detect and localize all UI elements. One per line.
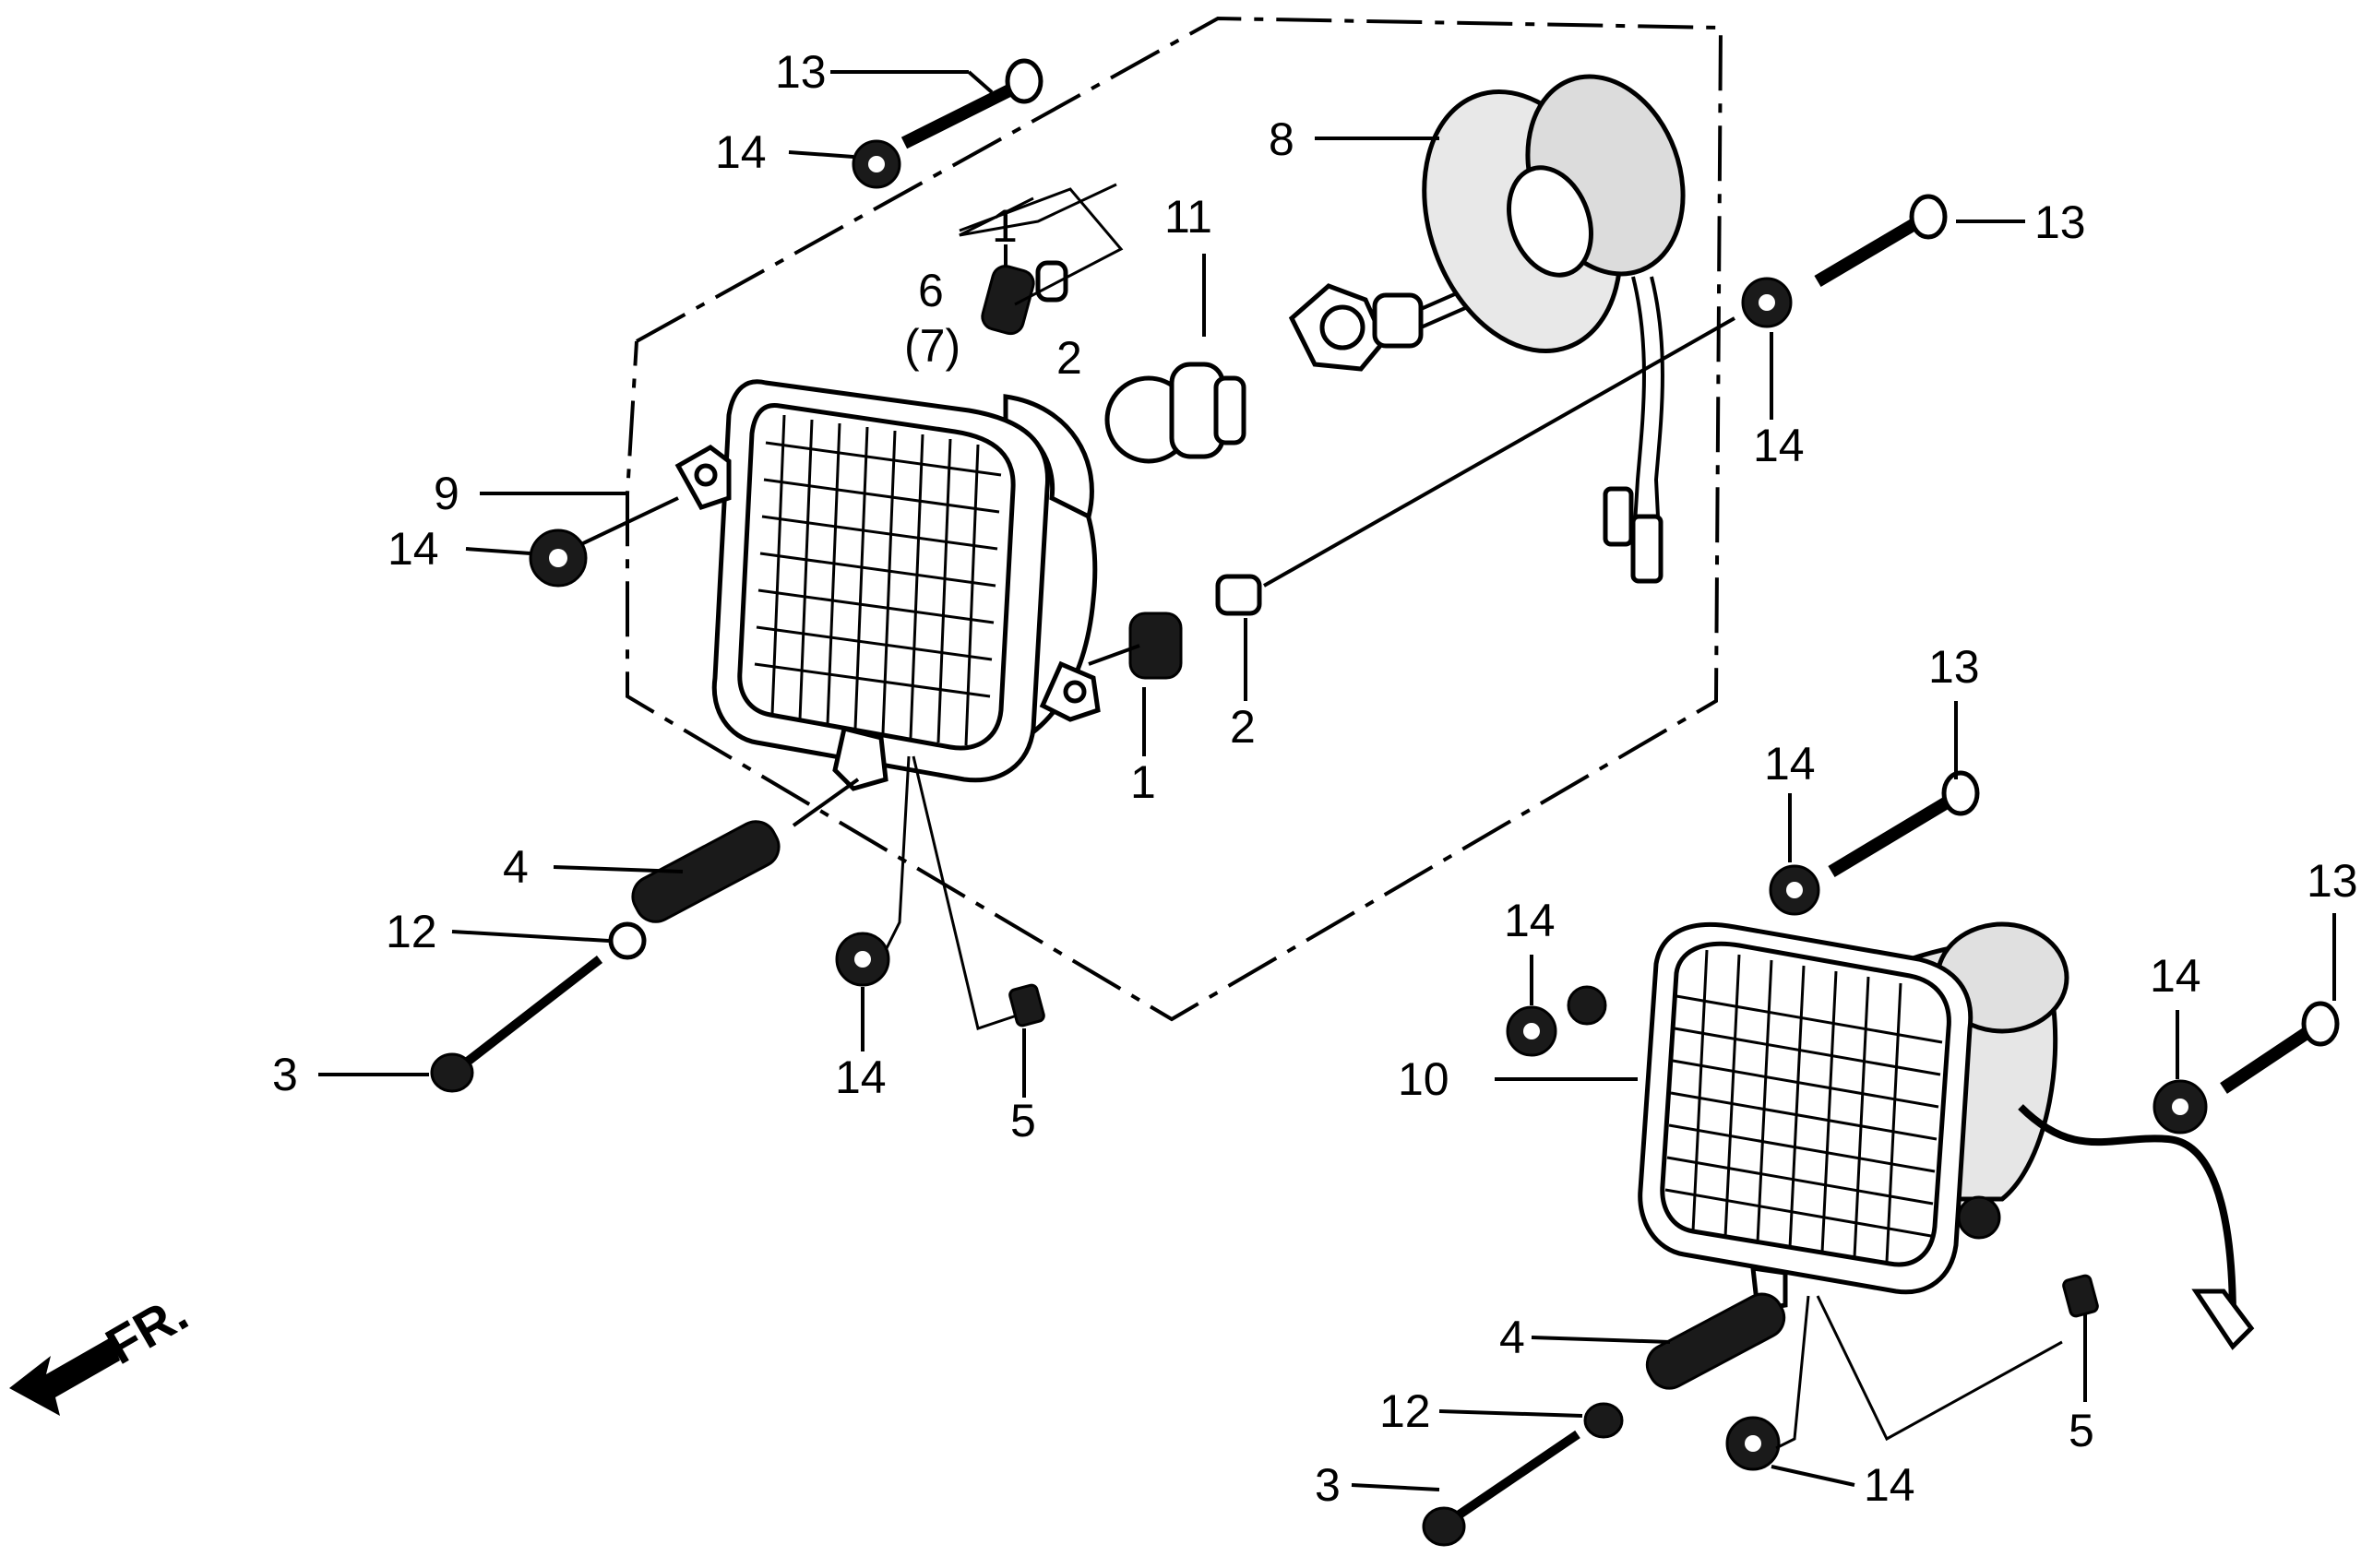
washer-14-lower-c-hole <box>1523 1023 1540 1039</box>
label-1-top: 1 <box>992 200 1018 252</box>
label-14-left: 14 <box>388 523 439 575</box>
bulb-2-bottom <box>1215 574 1262 616</box>
label-7: (7) <box>904 320 960 372</box>
label-12-left: 12 <box>386 906 437 957</box>
leader-lines <box>318 70 2336 1491</box>
screw-13-lower-b <box>2220 1028 2310 1094</box>
grommet-1-top <box>981 265 1035 336</box>
label-14-top: 14 <box>715 126 767 178</box>
outline-inner <box>959 183 1117 237</box>
washer-14-top-hole <box>868 156 885 172</box>
washer-14-lower-a-hole <box>1786 882 1803 898</box>
assembly-outline <box>626 16 1723 1022</box>
label-14-lower-a: 14 <box>1764 738 1816 790</box>
spring-4-lower <box>1645 1292 1786 1390</box>
lower-lens-grid <box>1664 949 1943 1263</box>
label-2-top: 2 <box>1056 332 1082 384</box>
upper-headlight <box>674 379 1101 791</box>
nut-5-lower <box>2062 1274 2099 1318</box>
washer-14-left-hole <box>549 549 567 567</box>
screw-13-lower-a-head <box>1941 770 1980 816</box>
bolt-3-lower <box>1422 1506 1466 1547</box>
label-9: 9 <box>434 468 459 519</box>
label-8: 8 <box>1269 113 1294 165</box>
upper-lens-grid <box>754 414 1002 746</box>
washer-14-lower-b-hole <box>2172 1099 2188 1115</box>
collar-12-lower <box>1583 1402 1624 1439</box>
collar-12-left <box>608 921 647 960</box>
washer-14-lower-hole <box>854 951 871 968</box>
label-10: 10 <box>1398 1053 1449 1105</box>
label-14-right: 14 <box>1753 420 1805 471</box>
label-4-left: 4 <box>503 841 529 893</box>
label-13-lower-a: 13 <box>1928 641 1980 693</box>
label-13-right: 13 <box>2034 196 2086 248</box>
grommet-1-bottom <box>1128 612 1183 680</box>
lower-headlight <box>1567 921 2255 1350</box>
part-labels: 13 14 8 11 1 6 (7) 2 13 14 9 14 2 1 4 12… <box>272 46 2358 1511</box>
label-2-bottom: 2 <box>1230 701 1256 753</box>
label-3-left: 3 <box>272 1049 298 1100</box>
socket <box>1288 74 1686 584</box>
screw-13-right <box>1814 194 1948 288</box>
screw-13-top <box>900 58 1043 149</box>
label-14-lower-c: 14 <box>1504 895 1556 946</box>
label-13-lower-b: 13 <box>2307 855 2358 907</box>
bolt-3-left <box>430 1052 474 1093</box>
label-12-lower: 12 <box>1379 1385 1431 1437</box>
label-13-top: 13 <box>775 46 827 98</box>
label-14-lower-left: 14 <box>835 1051 887 1103</box>
pilot-outline <box>959 187 1124 306</box>
label-11: 11 <box>1164 191 1212 243</box>
label-14-lower-b: 14 <box>2150 950 2201 1002</box>
label-1-bottom: 1 <box>1130 756 1156 808</box>
bulb <box>1104 362 1246 464</box>
bulb-2-top <box>1035 260 1068 303</box>
label-5-left: 5 <box>1010 1095 1036 1146</box>
front-direction-arrow <box>9 1337 120 1416</box>
label-14-lower-d: 14 <box>1864 1459 1915 1511</box>
nut-5-left <box>1008 983 1045 1028</box>
label-6: 6 <box>918 265 944 316</box>
label-5-lower: 5 <box>2069 1405 2094 1456</box>
label-3-lower: 3 <box>1315 1459 1341 1511</box>
screw-13-lower-a <box>1828 796 1950 878</box>
label-4-lower: 4 <box>1499 1312 1525 1363</box>
spring-4-left <box>631 820 781 923</box>
screw-13-lower-b-head <box>2301 1001 2340 1047</box>
washer-14-lower-d-hole <box>1745 1435 1761 1452</box>
washer-14-right-hole <box>1759 294 1775 311</box>
